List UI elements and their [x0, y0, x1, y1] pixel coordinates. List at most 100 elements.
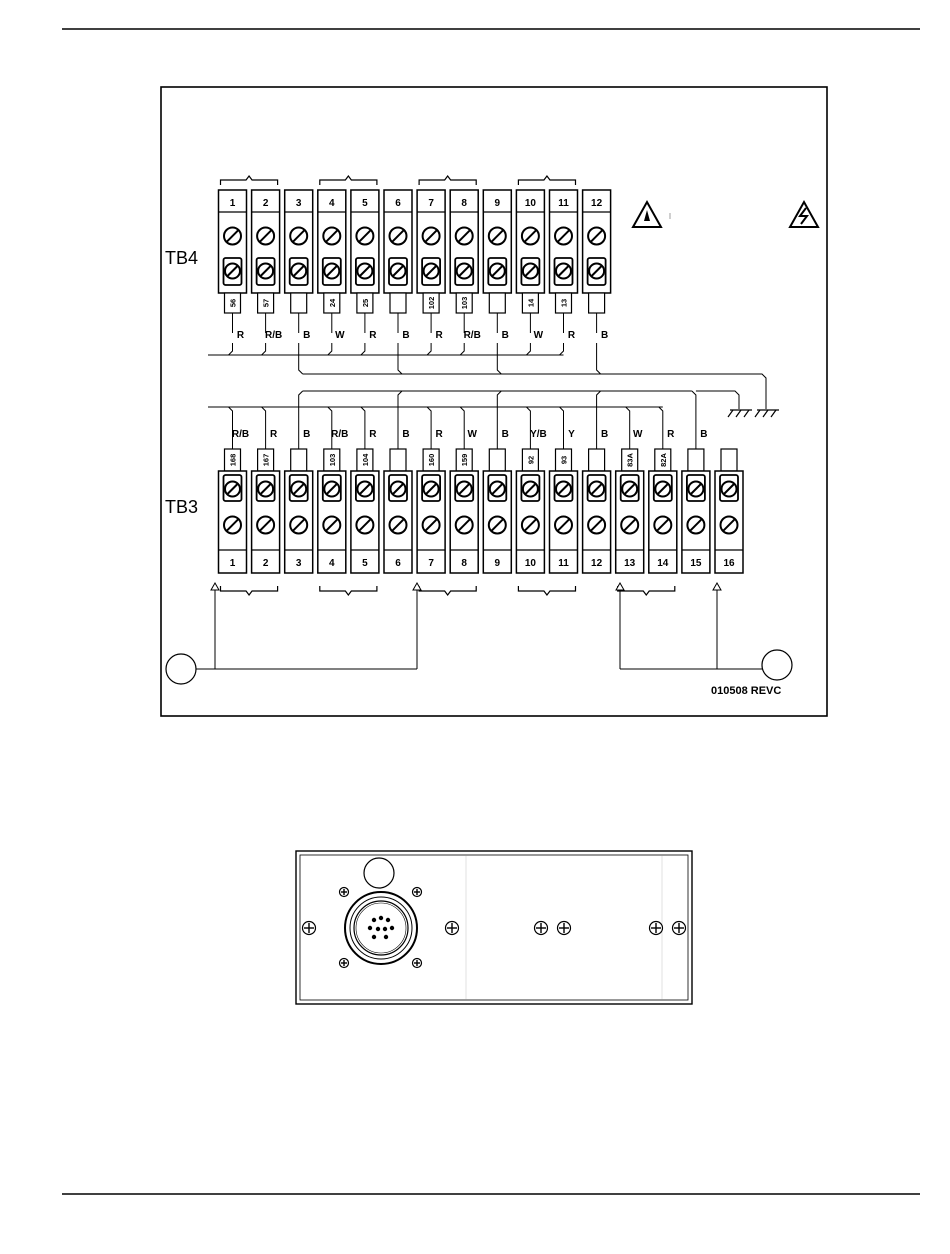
- ground-wire: [696, 391, 739, 409]
- terminal-screw-icon: [224, 517, 241, 534]
- terminal-screw-icon: [589, 264, 604, 279]
- wire-tag-label: 57: [262, 299, 271, 307]
- tb3-terminal: 3: [285, 449, 313, 573]
- wire-color-label: W: [335, 330, 345, 341]
- jumper-bracket: [419, 586, 476, 595]
- electrical-hazard-icon: [790, 202, 818, 227]
- screw-icon: [303, 922, 316, 935]
- wire-tag-label: 103: [460, 297, 469, 310]
- wire-tag-label: 104: [361, 453, 370, 466]
- terminal-screw-icon: [290, 517, 307, 534]
- terminal-screw-icon: [356, 228, 373, 245]
- terminal-number: 9: [495, 198, 501, 209]
- terminal-screw-icon: [555, 517, 572, 534]
- terminal-number: 16: [723, 558, 735, 569]
- callout-left: [166, 583, 421, 684]
- tb4-label: TB4: [165, 248, 198, 268]
- wire-color-label: R/B: [464, 330, 481, 341]
- terminal-number: 10: [525, 198, 537, 209]
- terminal-screw-icon: [424, 264, 439, 279]
- terminal-screw-icon: [522, 517, 539, 534]
- terminal-number: 2: [263, 558, 269, 569]
- terminal-screw-icon: [490, 264, 505, 279]
- terminal-number: 6: [395, 198, 401, 209]
- terminal-screw-icon: [391, 264, 406, 279]
- screw-icon: [413, 888, 422, 897]
- terminal-number: 10: [525, 558, 537, 569]
- terminal-screw-icon: [588, 228, 605, 245]
- wiring-harness: RR/BBWRBRR/BBWRBR/BRBR/BRBRWBY/BYBWRB: [208, 313, 766, 449]
- terminal-number: 15: [690, 558, 702, 569]
- wire-color-label: B: [402, 429, 409, 440]
- wire-tag: [291, 293, 307, 313]
- terminal-number: 13: [624, 558, 636, 569]
- jumper-bracket: [320, 176, 377, 185]
- wire-tag-label: 25: [361, 299, 370, 307]
- circular-connector-icon: [345, 892, 417, 964]
- terminal-screw-icon: [456, 228, 473, 245]
- terminal-screw-icon: [423, 228, 440, 245]
- wire-color-label: B: [502, 429, 509, 440]
- terminal-number: 12: [591, 558, 603, 569]
- wire-color-label: B: [303, 330, 310, 341]
- wire-color-label: B: [402, 330, 409, 341]
- tb4-terminal: 257: [252, 190, 280, 313]
- tb3-label: TB3: [165, 497, 198, 517]
- terminal-screw-icon: [291, 482, 306, 497]
- terminal-screw-icon: [225, 264, 240, 279]
- wire-tag-label: 160: [427, 454, 436, 467]
- terminal-screw-icon: [257, 517, 274, 534]
- terminal-screw-icon: [589, 482, 604, 497]
- jumper-bracket: [518, 586, 575, 595]
- tb3-terminal: 6: [384, 449, 412, 573]
- wire-color-label: Y: [568, 429, 575, 440]
- wire-color-label: R: [435, 429, 443, 440]
- terminal-screw-icon: [457, 264, 472, 279]
- terminal-number: 8: [461, 558, 467, 569]
- terminal-screw-icon: [390, 228, 407, 245]
- wire-tag: [390, 293, 406, 313]
- wire-tag: [589, 449, 605, 471]
- callout-right: [616, 583, 792, 680]
- wire-color-label: Y/B: [530, 429, 547, 440]
- wire-tag-label: 82A: [659, 453, 668, 467]
- terminal-screw-icon: [622, 482, 637, 497]
- screw-icon: [340, 888, 349, 897]
- terminal-screw-icon: [688, 482, 703, 497]
- wire-tag-label: 168: [229, 454, 238, 467]
- wire-color-label: R/B: [232, 429, 249, 440]
- terminal-screw-icon: [324, 482, 339, 497]
- terminal-screw-icon: [457, 482, 472, 497]
- terminal-number: 5: [362, 198, 368, 209]
- terminal-screw-icon: [721, 517, 738, 534]
- jumper-bracket: [419, 176, 476, 185]
- terminal-screw-icon: [291, 264, 306, 279]
- wire-color-label: W: [534, 330, 544, 341]
- wire-tag: [291, 449, 307, 471]
- terminal-screw-icon: [523, 264, 538, 279]
- screw-icon: [558, 922, 571, 935]
- wire-color-label: B: [601, 429, 608, 440]
- terminal-screw-icon: [556, 264, 571, 279]
- jumper-bracket: [221, 586, 278, 595]
- tb3-terminal: 16: [715, 449, 743, 573]
- terminal-number: 6: [395, 558, 401, 569]
- terminal-number: 1: [230, 198, 236, 209]
- tb4-terminal: 424: [318, 190, 346, 313]
- terminal-number: 7: [428, 558, 434, 569]
- terminal-screw-icon: [225, 482, 240, 497]
- terminal-screw-icon: [522, 228, 539, 245]
- terminal-screw-icon: [621, 517, 638, 534]
- terminal-screw-icon: [489, 517, 506, 534]
